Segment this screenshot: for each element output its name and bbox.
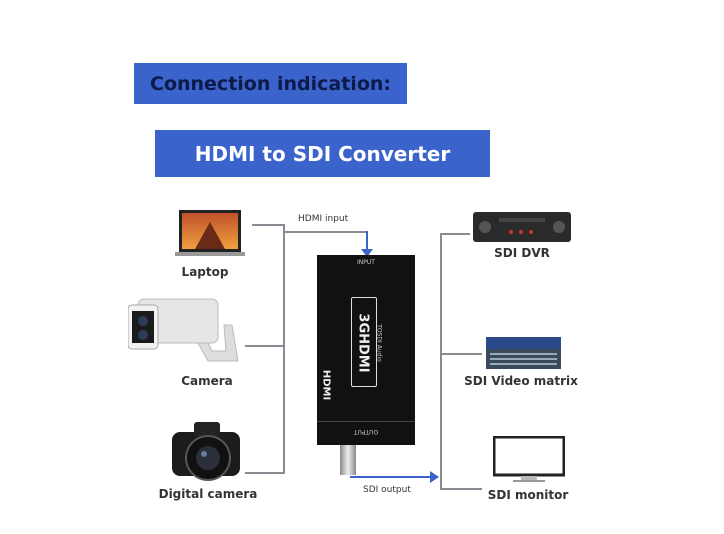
monitor-icon [492,435,566,484]
hdmi-to-sdi-converter: INPUT 3GHDMI TOSDI Audio HDMI OUTPUT [317,255,415,445]
output-label-video-matrix: SDI Video matrix [464,374,578,388]
connector-line [440,233,442,490]
bnc-connector [340,445,356,475]
video-matrix-icon [486,337,561,371]
dvr-icon [473,210,571,244]
connector-line [440,488,482,490]
connector-line [245,345,283,347]
title: Connection indication: [150,72,391,95]
sdi-output-label: SDI output [363,485,411,495]
input-label-digital-camera: Digital camera [158,487,258,501]
input-port-label: INPUT [357,259,375,266]
laptop-icon [175,208,245,264]
output-port-label: OUTPUT [353,428,379,435]
connector-line [283,231,368,233]
subtitle: HDMI to SDI Converter [194,141,451,166]
hdmi-input-label: HDMI input [298,214,349,224]
connector-line [245,472,283,474]
arrow-down-icon [361,249,373,257]
input-label-camera: Camera [181,374,233,388]
connector-line [252,224,283,226]
brand-logo: HDMI [320,369,332,401]
output-label-dvr: SDI DVR [494,246,550,260]
security-camera-icon [127,295,246,367]
output-label-monitor: SDI monitor [487,488,569,502]
input-label-laptop: Laptop [181,265,229,279]
arrow-right-icon [430,471,439,483]
connector-line [283,224,285,474]
connector-line [440,233,470,235]
model-text: 3GHDMI [355,313,371,373]
dslr-camera-icon [170,418,242,486]
model-sub-text: TOSDI Audio [375,324,383,362]
connector-line [440,353,482,355]
hdmi-input-arrow [366,231,368,253]
sdi-output-arrow [350,476,432,478]
title-banner: Connection indication: [134,63,407,104]
subtitle-banner: HDMI to SDI Converter [155,130,490,177]
